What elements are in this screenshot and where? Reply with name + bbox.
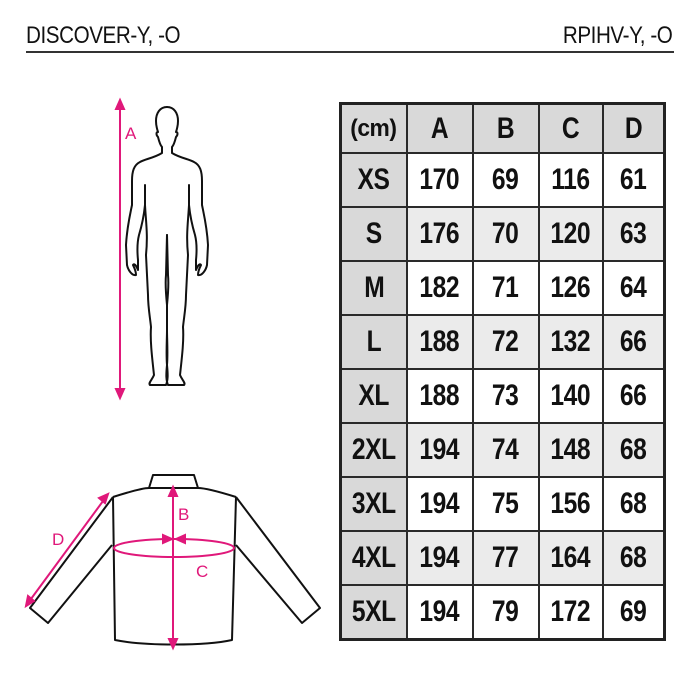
size-cell: 4XL [339,530,408,586]
value-cell: 194 [405,584,474,641]
jacket-figure: B C D [24,474,321,651]
body-figure: A [114,97,209,401]
size-cell: M [339,260,408,316]
header-divider [26,51,674,53]
size-cell: S [339,206,408,262]
size-cell: L [339,314,408,370]
unit-header: (cm) [339,102,408,154]
value-cell: 77 [471,530,540,586]
value-cell: 71 [471,260,540,316]
value-cell: 170 [405,152,474,208]
table-row: 2XL 194 74 148 68 [339,422,666,478]
value-cell: 79 [471,584,540,641]
value-cell: 72 [471,314,540,370]
header-title-right: RPIHV-Y, -O [562,22,672,49]
size-cell: 5XL [339,584,408,641]
size-cell: 3XL [339,476,408,532]
value-cell: 120 [537,206,604,262]
header-title-left: DISCOVER-Y, -O [26,22,181,49]
table-row: XL 188 73 140 66 [339,368,666,424]
value-cell: 194 [405,476,474,532]
value-cell: 176 [405,206,474,262]
value-cell: 66 [601,314,666,370]
size-chart-table: (cm) A B C D XS 170 69 116 61 S 176 70 1… [339,102,666,641]
value-cell: 140 [537,368,604,424]
column-header-c: C [537,102,604,154]
label-a: A [125,124,137,143]
column-header-d: D [601,102,666,154]
value-cell: 164 [537,530,604,586]
value-cell: 126 [537,260,604,316]
value-cell: 69 [471,152,540,208]
value-cell: 194 [405,530,474,586]
table-row: L 188 72 132 66 [339,314,666,370]
value-cell: 66 [601,368,666,424]
table-row: M 182 71 126 64 [339,260,666,316]
value-cell: 64 [601,260,666,316]
value-cell: 73 [471,368,540,424]
value-cell: 68 [601,530,666,586]
label-b: B [178,505,189,524]
size-cell: XS [339,152,408,208]
label-c: C [196,562,208,581]
value-cell: 70 [471,206,540,262]
value-cell: 68 [601,476,666,532]
value-cell: 61 [601,152,666,208]
value-cell: 172 [537,584,604,641]
table-row: S 176 70 120 63 [339,206,666,262]
value-cell: 132 [537,314,604,370]
value-cell: 75 [471,476,540,532]
value-cell: 194 [405,422,474,478]
value-cell: 182 [405,260,474,316]
size-cell: XL [339,368,408,424]
table-row: XS 170 69 116 61 [339,152,666,208]
column-header-a: A [405,102,474,154]
value-cell: 188 [405,368,474,424]
table-row: 5XL 194 79 172 69 [339,584,666,641]
value-cell: 116 [537,152,604,208]
table-header-row: (cm) A B C D [339,102,666,154]
value-cell: 188 [405,314,474,370]
value-cell: 148 [537,422,604,478]
value-cell: 156 [537,476,604,532]
value-cell: 74 [471,422,540,478]
table-row: 3XL 194 75 156 68 [339,476,666,532]
size-cell: 2XL [339,422,408,478]
value-cell: 63 [601,206,666,262]
value-cell: 68 [601,422,666,478]
label-d: D [52,530,64,549]
column-header-b: B [471,102,540,154]
table-row: 4XL 194 77 164 68 [339,530,666,586]
value-cell: 69 [601,584,666,641]
